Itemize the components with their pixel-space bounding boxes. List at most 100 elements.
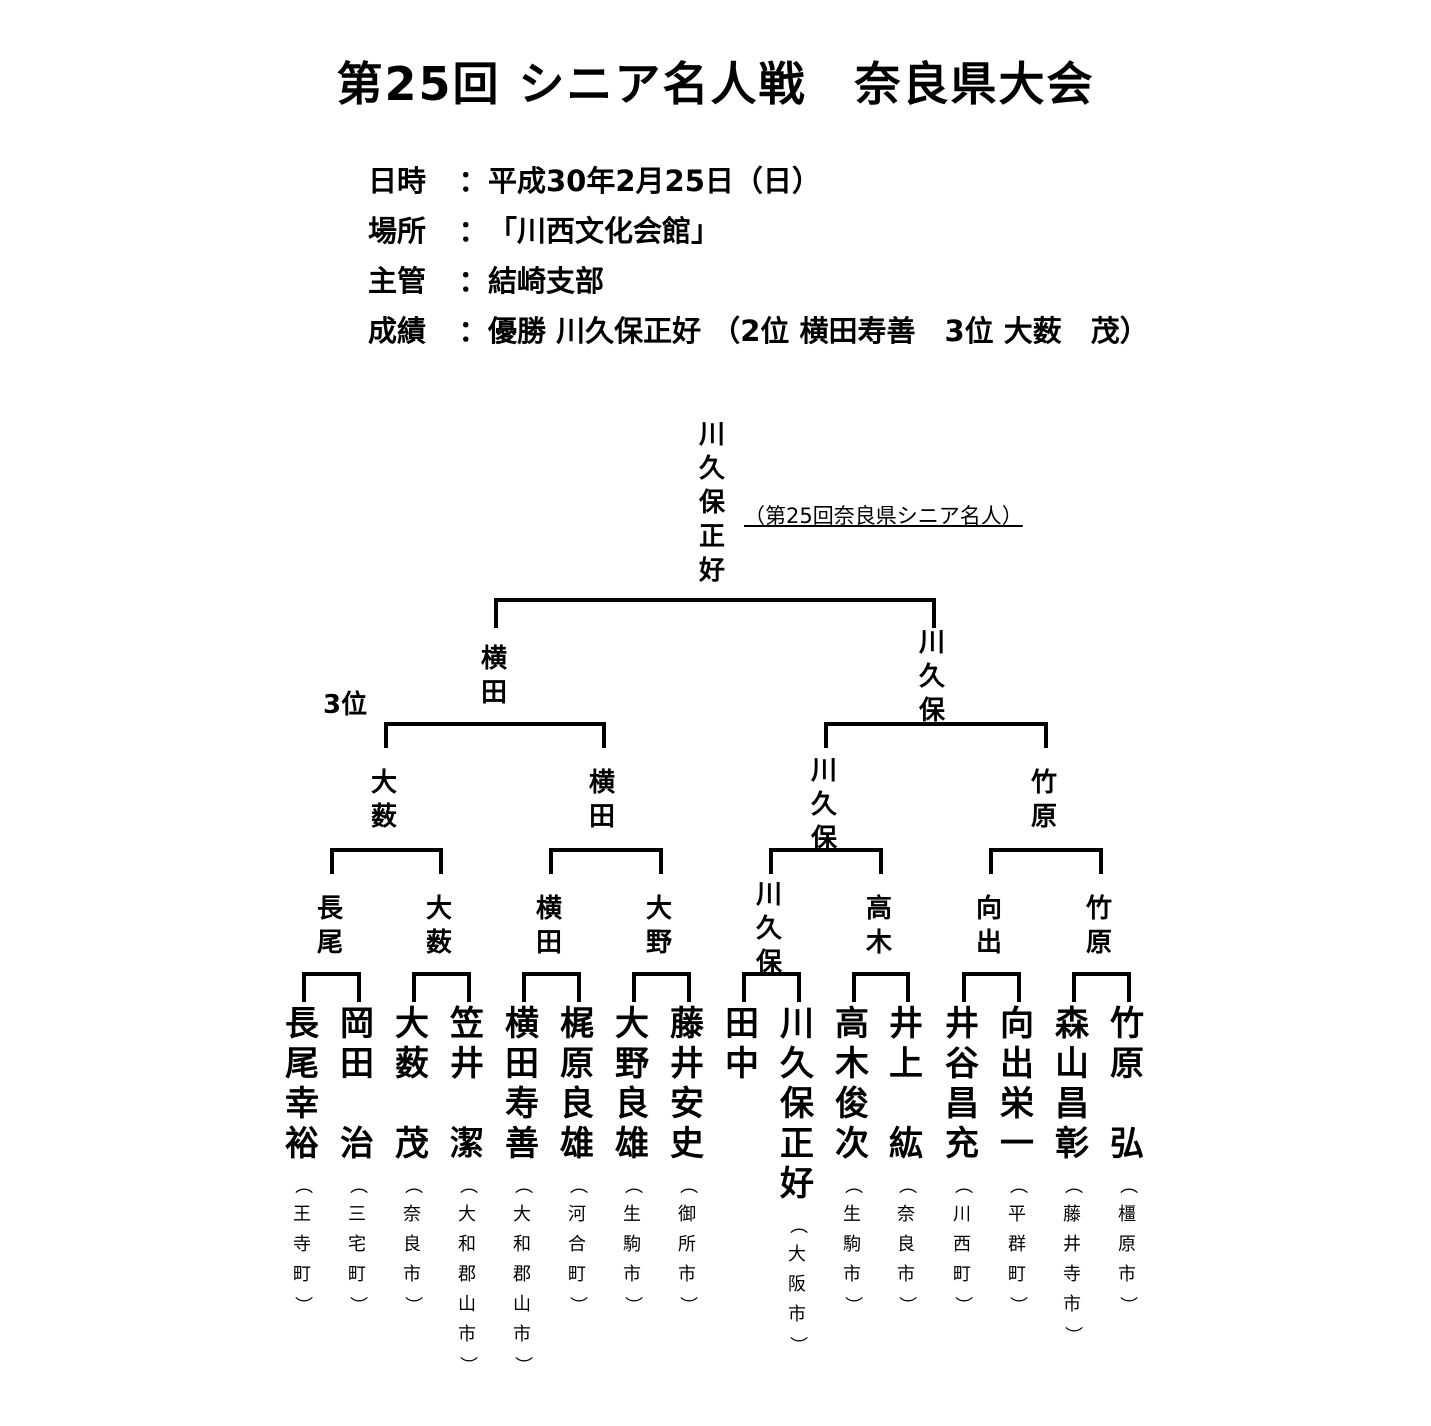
player-name-char: 笠 [450,1004,484,1044]
player-city-char: 奈 [403,1204,421,1225]
player-city-char: 市 [843,1264,861,1285]
player-city-char: （ [952,1176,973,1194]
player-name-char: 田 [505,1044,539,1084]
first-round-bracket-bar [412,972,471,976]
player-name-char: 茂 [395,1124,429,1164]
player-city: （橿原市） [1116,1170,1138,1320]
champion-name-char: 川 [698,420,725,450]
player-city-char: （ [787,1216,808,1234]
player-city-char: 河 [568,1204,586,1225]
quarterfinal-bracket-leg [549,848,553,874]
quarterfinal-bracket-leg [989,848,993,874]
player-city-char: 町 [568,1264,586,1285]
player-name-char: 潔 [450,1124,484,1164]
player-city-char: 原 [1118,1234,1136,1255]
player-city-char: 藤 [1063,1204,1081,1225]
player-city: （生駒市） [841,1170,863,1320]
player-city: （川西町） [951,1170,973,1320]
player-city-char: 大 [458,1204,476,1225]
player-city-char: （ [842,1176,863,1194]
info-label: 場所 [368,214,427,248]
third-place-label: 3位 [323,690,368,720]
info-value: 平成30年2月25日（日） [488,164,821,198]
info-row-host: 主管 ： 結崎支部 [368,258,1149,308]
finalist-name-char: 田 [480,678,507,708]
player-name-char: 治 [340,1124,374,1164]
player-name-char [334,1084,380,1124]
player-city: （奈良市） [895,1170,917,1320]
player-city-char: 和 [458,1234,476,1255]
player-name-char: 昌 [945,1084,979,1124]
player-city-char: ） [567,1296,588,1314]
player-name-char: 一 [1000,1124,1034,1164]
player-city-char: 西 [953,1234,971,1255]
player-city: （河合町） [566,1170,588,1320]
semifinal-bracket-leg [384,722,388,748]
first-round-bracket-leg [632,972,636,1002]
first-round-bracket-leg [962,972,966,1002]
quarterfinalist-name-char: 横 [535,894,562,924]
first-round-bracket-leg [797,972,801,1002]
player-city-char: ） [677,1296,698,1314]
first-round-bracket-bar [962,972,1021,976]
event-info: 日時 ： 平成30年2月25日（日） 場所 ： 「川西文化会館」 主管 ： 結崎… [368,158,1149,358]
player-name-char: 原 [1110,1044,1144,1084]
champion-caption: （第25回奈良県シニア名人） [744,504,1023,528]
player-city-char: 和 [513,1234,531,1255]
semifinalist-name-char: 久 [810,790,837,820]
semifinal-bracket-bar [824,722,1048,726]
info-label: 成績 [368,314,427,348]
player-name-char: 紘 [889,1124,923,1164]
player-city-char: 郡 [458,1264,476,1285]
player-city-char: （ [622,1176,643,1194]
player-city-char: 町 [953,1264,971,1285]
player-city-char: ） [347,1296,368,1314]
player-city-char: 大 [513,1204,531,1225]
player-city: （藤井寺市） [1061,1170,1083,1350]
player-city-char: （ [1007,1176,1028,1194]
player-name-char: 裕 [285,1124,319,1164]
semifinalist-name: 川久保 [804,754,844,856]
final-bracket-leg [494,598,498,628]
player-name: 田中 [719,1004,765,1084]
quarterfinalist-name-char: 原 [1085,928,1112,958]
player-name-char [1104,1084,1150,1124]
player-name-char [389,1084,435,1124]
player-city-char: ） [1062,1326,1083,1344]
player-city-char: （ [512,1176,533,1194]
quarterfinalist-name: 川久保 [749,878,789,980]
quarterfinalist-name: 大薮 [419,892,459,960]
quarterfinalist-name-char: 大 [645,894,672,924]
champion-name-char: 好 [698,556,725,586]
player-name-char: 川 [780,1004,814,1044]
page-title: 第25回 シニア名人戦 奈良県大会 [336,57,1095,111]
semifinalist-name-char: 川 [810,756,837,786]
player-city-char: 山 [513,1294,531,1315]
player-name-char: 山 [1055,1044,1089,1084]
quarterfinal-bracket-leg [769,848,773,874]
player-city-char: ） [457,1356,478,1374]
quarterfinal-bracket-bar [769,848,883,852]
player-name-char: 久 [780,1044,814,1084]
player-name-char: 大 [615,1004,649,1044]
player-city-char: 大 [788,1244,806,1265]
player-city-char: （ [347,1176,368,1194]
player-city: （大和郡山市） [456,1170,478,1380]
semifinalist-name: 竹原 [1024,766,1064,834]
player-city-char: （ [896,1176,917,1194]
player-name-char: 善 [505,1124,539,1164]
player-name-char: 長 [285,1004,319,1044]
quarterfinalist-name-char: 尾 [316,928,343,958]
first-round-bracket-leg [467,972,471,1002]
player-city-char: 駒 [843,1234,861,1255]
first-round-bracket-leg [687,972,691,1002]
player-name-char: 田 [725,1004,759,1044]
semifinalist-name: 横田 [582,766,622,834]
first-round-bracket-leg [577,972,581,1002]
player-name-char: 俊 [835,1084,869,1124]
player-city-char: 市 [1063,1294,1081,1315]
player-name: 笠井 潔 [444,1004,490,1164]
info-value: 優勝 川久保正好 （2位 横田寿善 3位 大薮 茂） [488,314,1149,348]
player-name-char: 井 [889,1004,923,1044]
quarterfinalist-name-char: 向 [975,894,1002,924]
